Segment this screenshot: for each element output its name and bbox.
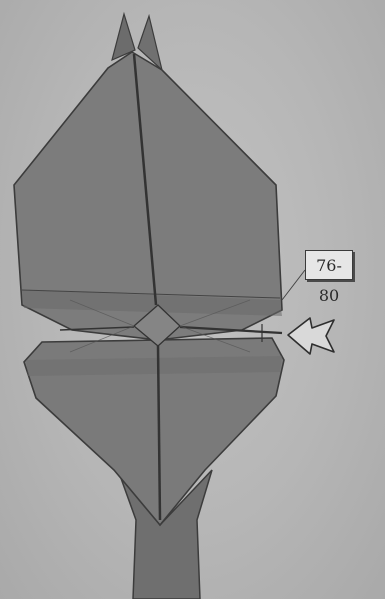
step-number-label: 76-80 bbox=[305, 250, 353, 280]
label-leader-line bbox=[282, 270, 305, 300]
push-arrow-icon bbox=[288, 318, 334, 354]
